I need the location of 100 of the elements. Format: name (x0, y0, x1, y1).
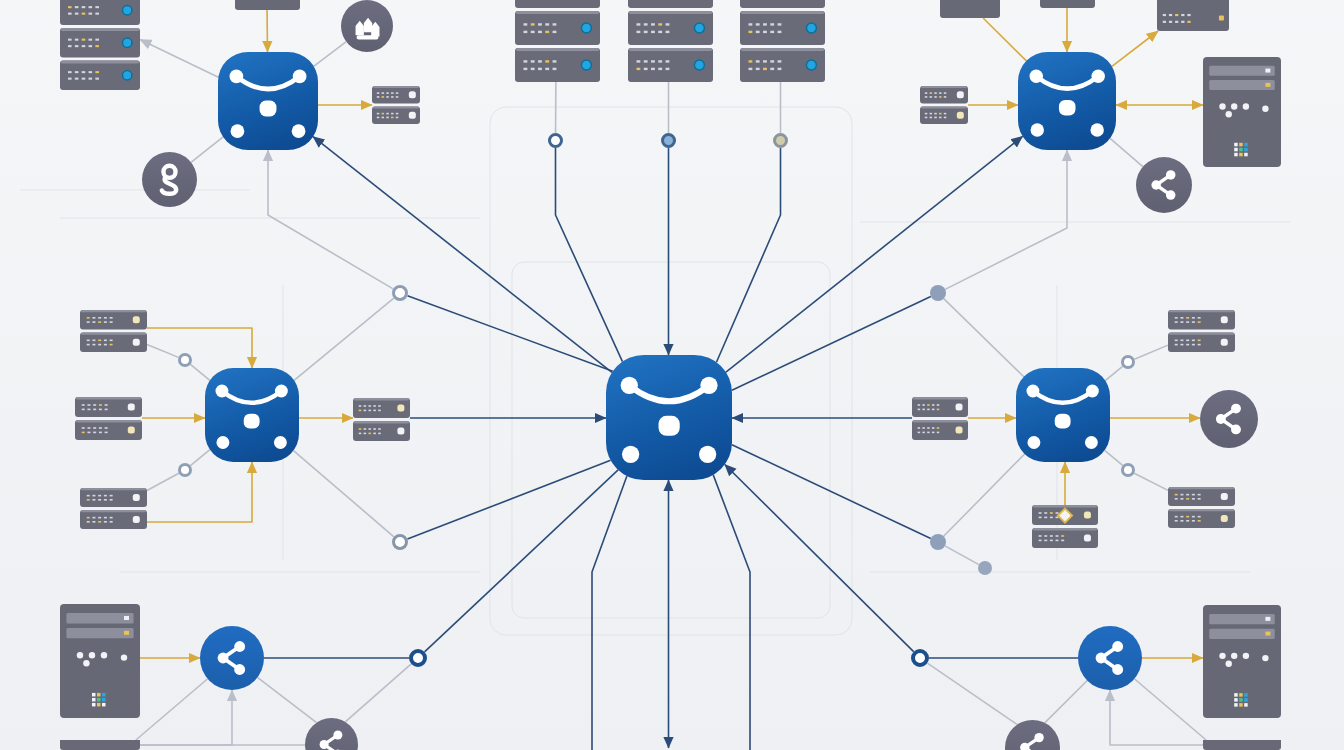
connector-line (1133, 344, 1169, 361)
connector-line (554, 81, 557, 134)
server-drawing (1157, 0, 1229, 31)
connector-line (926, 662, 1019, 726)
arrow (1104, 689, 1204, 746)
share-icon (1136, 157, 1192, 213)
double-arrow (1115, 99, 1204, 111)
server-drawing (1168, 487, 1235, 528)
connector-line (293, 297, 395, 382)
arrow (1059, 461, 1071, 506)
connector-line (928, 657, 1079, 659)
arrow (141, 412, 206, 424)
hub-tile (1018, 52, 1116, 150)
junction-dot (930, 285, 946, 301)
double-arrow (663, 479, 674, 749)
server-drawing (60, 740, 140, 750)
connector-line (944, 545, 980, 566)
server-drawing (60, 0, 140, 90)
server-drawing (80, 310, 147, 352)
share-icon (200, 626, 264, 690)
server-drawing (235, 0, 300, 10)
connector-ring (911, 649, 929, 667)
connector-line (712, 474, 751, 750)
connector-ring (548, 133, 563, 148)
connector-ring (409, 649, 427, 667)
connector-line (1109, 137, 1144, 168)
connector-line (554, 147, 624, 363)
arrow (967, 412, 1017, 424)
connector-line (189, 363, 211, 382)
server-drawing (1203, 57, 1281, 167)
arrow (317, 99, 373, 111)
connector-ring (661, 133, 676, 148)
connector-ring (178, 463, 192, 477)
server-drawing (1203, 605, 1281, 718)
hub-tile (1016, 368, 1110, 462)
share-icon (1005, 720, 1060, 750)
arrow (262, 149, 394, 290)
connector-line (423, 469, 619, 653)
share-icon (1078, 626, 1142, 690)
arrow (139, 652, 201, 664)
connector-line (982, 17, 1028, 62)
arrow (725, 135, 1024, 374)
connector-line (942, 453, 1026, 538)
connector-line (942, 297, 1025, 378)
arrow (312, 135, 613, 374)
server-drawing (1203, 740, 1281, 750)
arrow (146, 327, 258, 369)
knot-icon (142, 152, 197, 207)
connector-line (292, 449, 395, 538)
arrow (731, 412, 913, 424)
arrow (139, 38, 220, 78)
connector-line (1103, 449, 1124, 467)
connector-line (135, 677, 209, 741)
server-drawing (1168, 310, 1235, 352)
arrow (967, 99, 1019, 111)
connector-line (263, 657, 410, 659)
server-drawing (515, 0, 600, 82)
arrow (1109, 412, 1201, 424)
arrow (723, 463, 915, 653)
arrow (262, 9, 273, 53)
server-drawing (1040, 0, 1095, 8)
arrow (1141, 652, 1204, 664)
connector-line (1133, 677, 1207, 741)
connector-line (344, 663, 413, 723)
hub-tile (218, 52, 318, 150)
connector-line (256, 676, 318, 724)
connector-line (139, 744, 306, 746)
connector-line (312, 40, 348, 68)
connector-ring (392, 285, 408, 301)
server-drawing (1032, 505, 1098, 548)
connector-line (779, 81, 782, 134)
server-drawing (353, 398, 410, 441)
arrow (298, 412, 354, 424)
server-drawing (740, 0, 825, 82)
server-drawing (372, 86, 420, 124)
connector-line (1043, 679, 1089, 724)
arrow (944, 149, 1073, 291)
connector-line (731, 295, 932, 392)
arrow (1111, 30, 1159, 68)
hub-tile (205, 368, 299, 462)
junction-dot (978, 561, 992, 575)
connector-line (189, 448, 211, 467)
server-drawing (75, 397, 142, 440)
connector-line (591, 475, 628, 750)
share-icon (1200, 390, 1258, 448)
connector-line (1104, 365, 1124, 382)
connector-ring (1121, 355, 1135, 369)
connector-line (667, 81, 670, 134)
connector-ring (1121, 463, 1135, 477)
arrow (663, 147, 674, 356)
arrow (146, 461, 258, 523)
connector-ring (773, 133, 788, 148)
hub-tile (606, 355, 732, 480)
group-icon (341, 0, 393, 52)
connector-line (1133, 472, 1169, 492)
connector-line (406, 459, 612, 540)
junction-dot (930, 534, 946, 550)
server-drawing (920, 86, 968, 124)
connector-line (146, 472, 180, 492)
server-drawing (940, 0, 1000, 18)
